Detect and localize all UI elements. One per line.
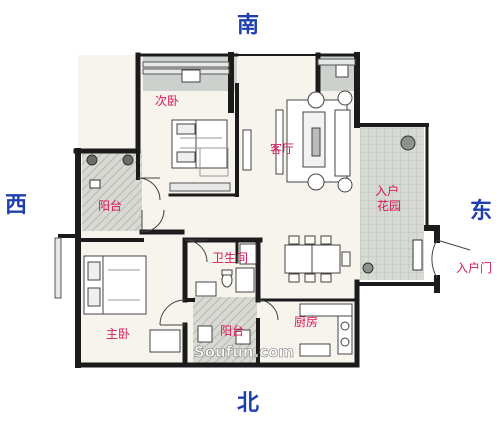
direction-east: 东: [470, 198, 492, 224]
direction-labels: 南 北 西 东: [5, 13, 492, 416]
doors: [137, 177, 471, 326]
label-balcony-west: 阳台: [98, 198, 122, 213]
label-balcony-north: 阳台: [220, 323, 244, 338]
north-balcony-fixtures: [197, 325, 251, 345]
walls: [58, 52, 440, 368]
bathroom-fixtures: [195, 243, 257, 297]
label-kitchen: 厨房: [294, 314, 318, 329]
label-second-bedroom: 次卧: [155, 94, 179, 108]
dining-table: [284, 235, 351, 283]
entry-garden-plants: [362, 135, 423, 274]
label-entry-garden-line2: 花园: [377, 198, 401, 213]
label-bathroom: 卫生间: [212, 251, 248, 265]
label-entry-garden: 入户 花园: [375, 183, 403, 213]
label-entry-door: 入户门: [456, 260, 492, 275]
west-balcony-plants: [86, 154, 134, 189]
furniture: [83, 64, 423, 357]
master-bedroom-bed: [83, 255, 181, 353]
label-entry-garden-line1: 入户: [375, 183, 399, 198]
label-master-bedroom: 主卧: [106, 327, 130, 341]
living-room-sofa: [275, 90, 353, 193]
direction-north: 北: [237, 391, 259, 416]
label-living-room: 客厅: [270, 141, 294, 156]
direction-south: 南: [237, 13, 259, 38]
watermark: Soufun.com: [194, 343, 294, 361]
direction-west: 西: [5, 193, 27, 218]
floor-area: [78, 55, 424, 365]
room-labels: 次卧 客厅 入户 花园 阳台 卫生间 入户门 主卧 阳台 厨房: [98, 94, 492, 341]
kitchen-counter: [299, 303, 353, 357]
